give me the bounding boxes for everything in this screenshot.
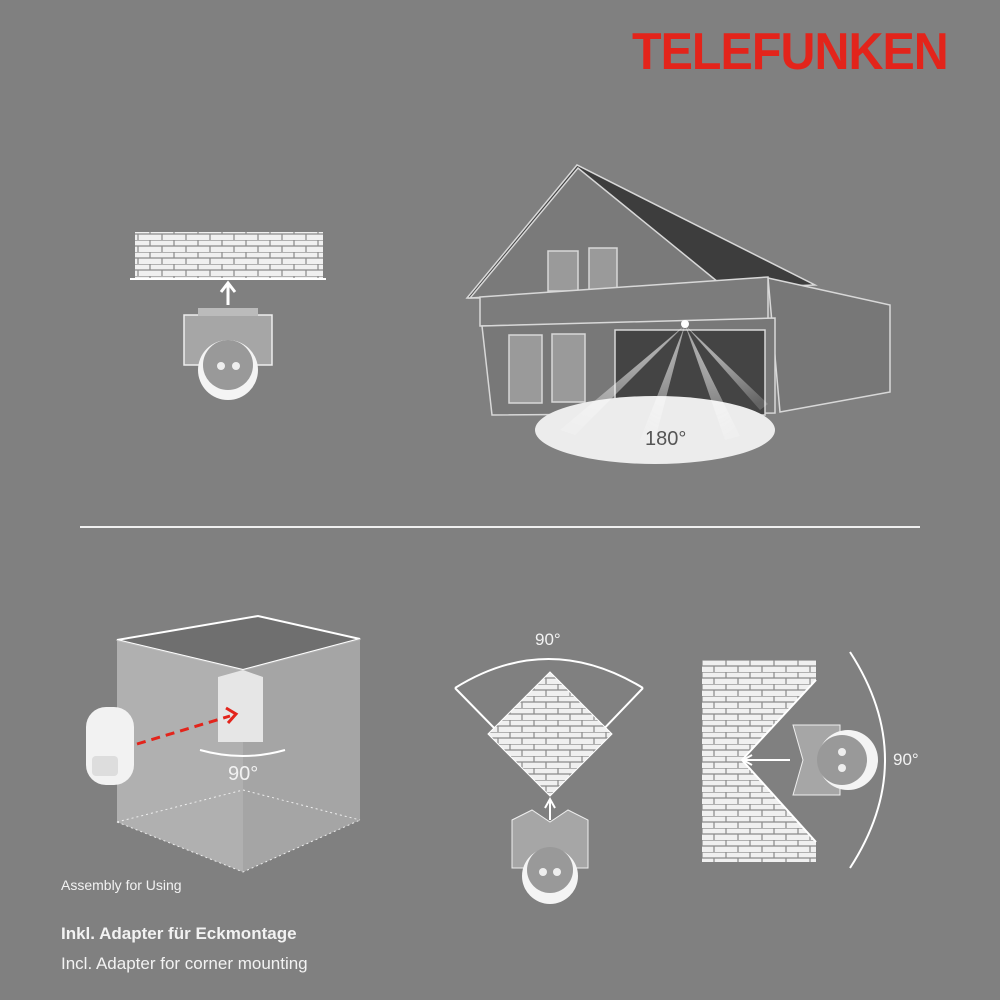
arc-arrow-icon (454, 658, 644, 689)
corner-cube-diagram (86, 614, 361, 873)
house-angle-label: 180° (645, 428, 687, 450)
sensor-dot (681, 320, 689, 328)
arc-arrow-icon (849, 651, 886, 869)
corner-angle-label: 90° (228, 763, 259, 785)
wall-angle-label: 90° (893, 750, 919, 769)
house-diagram (465, 164, 891, 416)
detection-zone (535, 320, 775, 464)
caption-english: Incl. Adapter for corner mounting (61, 954, 308, 973)
red-arrow-icon (136, 714, 231, 746)
rotate-arrow-icon (199, 749, 286, 757)
ceiling-mount-diagram (130, 232, 326, 400)
wall-corner-diagram (702, 651, 886, 869)
caption-assembly: Assembly for Using (61, 877, 182, 893)
caption-german: Inkl. Adapter für Eckmontage (61, 924, 297, 943)
diamond-angle-label: 90° (535, 630, 561, 649)
diamond-wall-diagram (454, 658, 644, 904)
ceiling-brick (135, 232, 323, 278)
telefunken-logo: TELEFUNKEN (632, 23, 949, 81)
